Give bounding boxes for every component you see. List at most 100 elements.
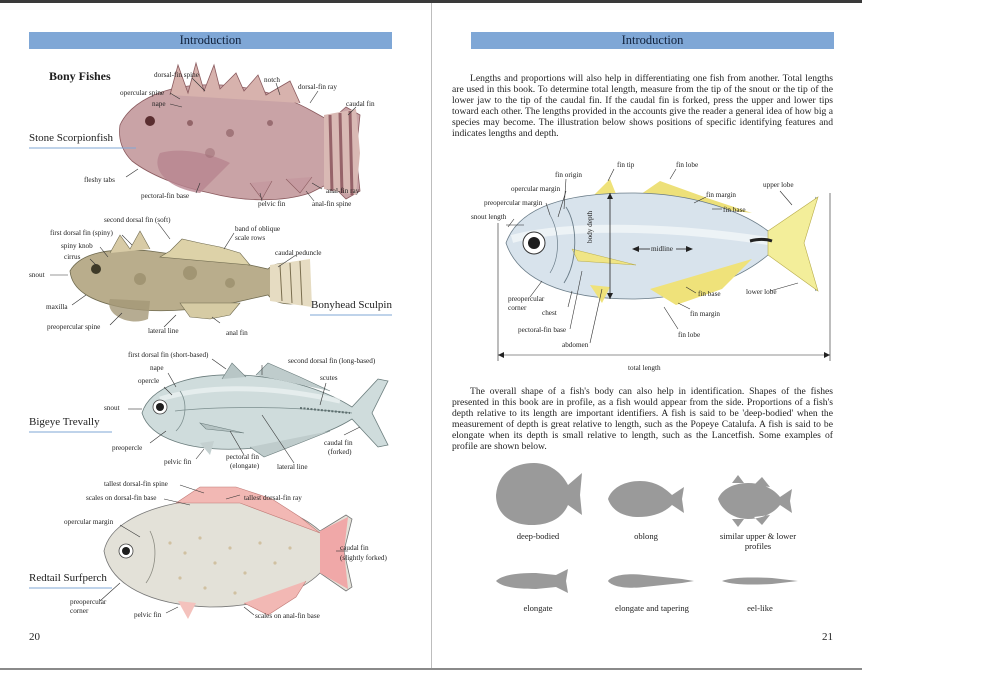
label-preopercular-corner-2: corner — [508, 304, 527, 312]
label-opercular-spine: opercular spine — [120, 89, 165, 97]
bonyhead-sculpin-illustration — [69, 230, 312, 322]
label-anal-fin-spine: anal-fin spine — [312, 200, 352, 208]
oblong-silhouette — [608, 481, 684, 517]
stone-scorpionfish-name: Stone Scorpionfish — [29, 132, 114, 144]
deep-bodied-silhouette — [496, 463, 582, 525]
label-preopercular-margin: preopercular margin — [484, 199, 543, 207]
label-dorsal-fin-spine: dorsal-fin spine — [154, 71, 199, 79]
label-pelvic-fin: pelvic fin — [258, 200, 286, 208]
caption-deep-bodied: deep-bodied — [516, 531, 560, 541]
label-caudal-fin-slightly-forked-2: (slightly forked) — [340, 554, 387, 562]
label-cirrus: cirrus — [64, 253, 81, 261]
redtail-surfperch-illustration — [103, 486, 353, 619]
label-notch: notch — [264, 76, 280, 84]
label-pectoral-fin-elongate-1: pectoral fin — [226, 453, 259, 461]
caption-eel-like: eel-like — [747, 603, 773, 613]
label-opercular-margin-diagram: opercular margin — [511, 185, 561, 193]
top-border — [0, 0, 862, 3]
label-chest: chest — [542, 309, 557, 317]
label-total-length: total length — [628, 364, 661, 372]
bottom-border — [0, 668, 862, 670]
label-fin-base-top: fin base — [723, 206, 746, 214]
label-pectoral-fin-base: pectoral-fin base — [141, 192, 190, 200]
label-caudal-peduncle: caudal peduncle — [275, 249, 322, 257]
label-fin-lobe-top: fin lobe — [676, 161, 699, 169]
scorpionfish-leaders — [125, 77, 357, 202]
trevally-leaders — [128, 358, 361, 464]
label-fin-base-bottom: fin base — [698, 290, 721, 298]
label-preopercular-spine: preopercular spine — [47, 323, 101, 331]
label-fin-origin: fin origin — [555, 171, 582, 179]
caption-similar-profiles: similar upper & lower profiles — [719, 531, 797, 551]
label-scutes: scutes — [320, 374, 338, 382]
profile-silhouettes — [496, 463, 798, 593]
right-page-banner: Introduction — [471, 32, 834, 49]
label-caudal-fin: caudal fin — [346, 100, 375, 108]
label-nape: nape — [152, 100, 166, 108]
bonyhead-sculpin-name: Bonyhead Sculpin — [311, 299, 392, 311]
page-number-right: 21 — [822, 631, 833, 643]
label-tallest-dorsal-fin-ray: tallest dorsal-fin ray — [244, 494, 302, 502]
caption-elongate-tapering: elongate and tapering — [615, 603, 689, 613]
label-scales-on-anal-fin-base: scales on anal-fin base — [255, 612, 320, 620]
label-anal-fin-ray: anal-fin ray — [326, 187, 360, 195]
page-gutter — [431, 3, 432, 668]
label-tallest-dorsal-fin-spine: tallest dorsal-fin spine — [104, 480, 168, 488]
label-body-depth: body depth — [586, 210, 594, 243]
label-preopercular-corner-2: corner — [70, 607, 89, 615]
label-pelvic-fin-surfperch: pelvic fin — [134, 611, 162, 619]
label-anal-fin: anal fin — [226, 329, 248, 337]
label-band-of-oblique-1: band of oblique — [235, 225, 281, 233]
label-preopercular-corner-1: preopercular — [70, 598, 107, 606]
page-number-left: 20 — [29, 631, 40, 643]
label-pelvic-fin-trevally: pelvic fin — [164, 458, 192, 466]
label-preopercle: preopercle — [112, 444, 143, 452]
bigeye-trevally-illustration — [141, 362, 389, 458]
label-opercular-margin: opercular margin — [64, 518, 114, 526]
label-caudal-fin-slightly-forked-1: caudal fin — [340, 544, 369, 552]
label-fin-margin-top: fin margin — [706, 191, 737, 199]
label-fin-tip: fin tip — [617, 161, 635, 169]
bony-fishes-heading: Bony Fishes — [49, 69, 111, 83]
label-opercle: opercle — [138, 377, 160, 385]
label-pectoral-fin-base-diagram: pectoral-fin base — [518, 326, 567, 334]
similar-profiles-silhouette — [718, 475, 792, 527]
label-fin-lobe-bottom: fin lobe — [678, 331, 701, 339]
label-upper-lobe: upper lobe — [763, 181, 794, 189]
label-snout: snout — [29, 271, 45, 279]
caption-oblong: oblong — [634, 531, 658, 541]
label-first-dorsal-short-based: first dorsal fin (short-based) — [128, 351, 209, 359]
sculpin-leaders — [50, 222, 297, 328]
label-caudal-fin-forked-1: caudal fin — [324, 439, 353, 447]
label-dorsal-fin-ray: dorsal-fin ray — [298, 83, 337, 91]
label-snout-length: snout length — [471, 213, 507, 221]
label-preopercular-corner-1: preopercular — [508, 295, 545, 303]
body-shape-paragraph: The overall shape of a fish's body can a… — [452, 386, 833, 453]
label-band-of-oblique-2: scale rows — [235, 234, 266, 242]
label-fin-margin-bottom: fin margin — [690, 310, 721, 318]
label-spiny-knob: spiny knob — [61, 242, 93, 250]
left-page: Introduction — [0, 3, 431, 668]
right-page: Introduction Lengths and proportions wil… — [432, 3, 862, 668]
label-second-dorsal-fin-soft: second dorsal fin (soft) — [104, 216, 171, 224]
surfperch-leaders — [99, 484, 348, 616]
label-lower-lobe: lower lobe — [746, 288, 777, 296]
label-lateral-line-trevally: lateral line — [277, 463, 308, 471]
label-caudal-fin-forked-2: (forked) — [328, 448, 352, 456]
left-page-banner: Introduction — [29, 32, 392, 49]
lengths-paragraph: Lengths and proportions will also help i… — [452, 73, 833, 140]
elongate-silhouette — [496, 569, 568, 593]
elongate-tapering-silhouette — [608, 574, 694, 588]
label-midline: midline — [651, 245, 673, 253]
bigeye-trevally-name: Bigeye Trevally — [29, 416, 100, 428]
eel-like-silhouette — [722, 577, 798, 585]
label-snout-trevally: snout — [104, 404, 120, 412]
label-abdomen: abdomen — [562, 341, 589, 349]
label-pectoral-fin-elongate-2: (elongate) — [230, 462, 260, 470]
label-nape-trevally: nape — [150, 364, 164, 372]
stone-scorpionfish-illustration — [119, 61, 361, 201]
redtail-surfperch-name: Redtail Surfperch — [29, 572, 107, 584]
label-lateral-line: lateral line — [148, 327, 179, 335]
left-page-illustrations — [29, 61, 392, 619]
caption-elongate: elongate — [523, 603, 553, 613]
